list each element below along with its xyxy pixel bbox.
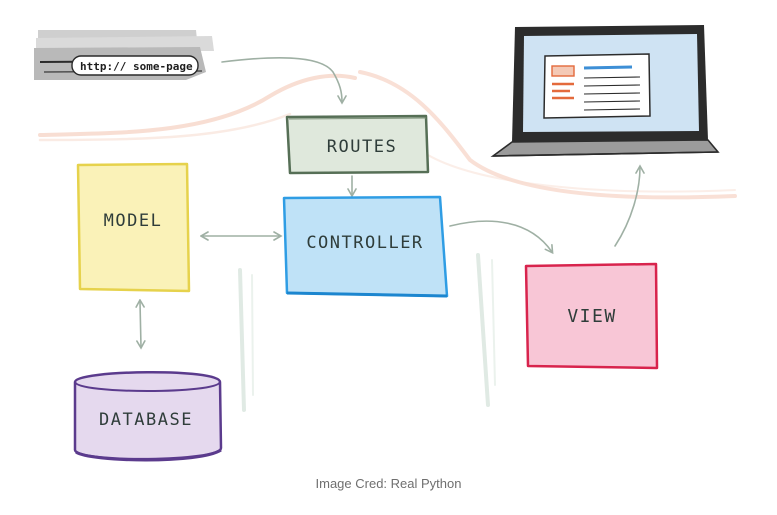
routes-label: ROUTES (327, 137, 397, 157)
connector-arrows (140, 57, 645, 347)
database-label: DATABASE (99, 410, 193, 430)
view-node: VIEW (524, 262, 659, 370)
url-text: http:// some-page (80, 60, 193, 73)
arrow-controller-to-view (449, 220, 554, 255)
image-caption: Image Cred: Real Python (315, 476, 462, 491)
model-node: MODEL (76, 162, 191, 293)
controller-label: CONTROLLER (306, 233, 423, 253)
arrow-browser-to-routes (221, 57, 347, 105)
model-label: MODEL (104, 211, 163, 231)
arrow-model-database (140, 302, 141, 347)
database-node: DATABASE (73, 371, 223, 462)
arrow-view-to-laptop (614, 164, 645, 247)
mvc-diagram: http:// some-page ROUTES CONTROLLER MO (34, 25, 737, 462)
laptop-icon (490, 25, 720, 157)
background-sketch-lines (38, 70, 737, 412)
browser-address-bar: http:// some-page (34, 30, 214, 80)
controller-node: CONTROLLER (282, 195, 449, 298)
routes-node: ROUTES (285, 114, 430, 175)
view-label: VIEW (567, 306, 616, 327)
url-input (71, 55, 199, 76)
